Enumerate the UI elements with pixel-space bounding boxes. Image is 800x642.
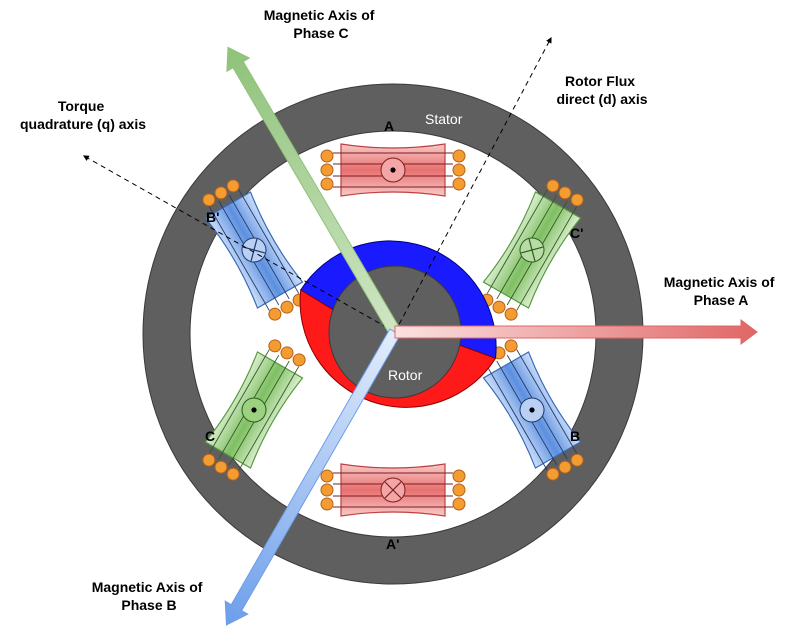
cross-in-circle-icon xyxy=(519,237,545,263)
phase-c-axis-arrow xyxy=(226,46,401,336)
phase-c-axis-label: Magnetic Axis of Phase C xyxy=(264,7,379,41)
coil-c xyxy=(194,334,314,486)
coil-label-b-prime: B' xyxy=(206,209,219,225)
stator-label: Stator xyxy=(425,111,463,127)
coil-c-prime xyxy=(472,174,592,326)
coil-a xyxy=(320,143,466,197)
rotor-flux-d-axis-line xyxy=(394,36,552,333)
dot-in-circle-icon xyxy=(519,397,545,423)
phase-b-axis-arrow xyxy=(224,328,401,626)
torque-axis-label: Torque quadrature (q) axis xyxy=(20,98,146,132)
phase-b-axis-label: Magnetic Axis of Phase B xyxy=(92,579,207,613)
cross-in-circle-icon xyxy=(380,477,406,503)
coil-label-c-prime: C' xyxy=(570,225,583,241)
coil-b-prime xyxy=(194,174,314,326)
dot-in-circle-icon xyxy=(380,157,406,183)
coil-label-a: A xyxy=(384,118,394,134)
dot-in-circle-icon xyxy=(241,397,267,423)
phase-a-axis-label: Magnetic Axis of Phase A xyxy=(664,274,779,308)
coil-label-c: C xyxy=(205,428,215,444)
rotor-flux-axis-label: Rotor Flux direct (d) axis xyxy=(556,73,647,107)
coil-a-prime xyxy=(320,463,466,517)
torque-q-axis-line xyxy=(82,155,396,333)
coil-b xyxy=(472,334,592,486)
coil-label-b: B xyxy=(570,428,580,444)
rotor-label: Rotor xyxy=(388,367,423,383)
coil-label-a-prime: A' xyxy=(386,536,399,552)
phase-a-axis-arrow xyxy=(394,319,758,345)
